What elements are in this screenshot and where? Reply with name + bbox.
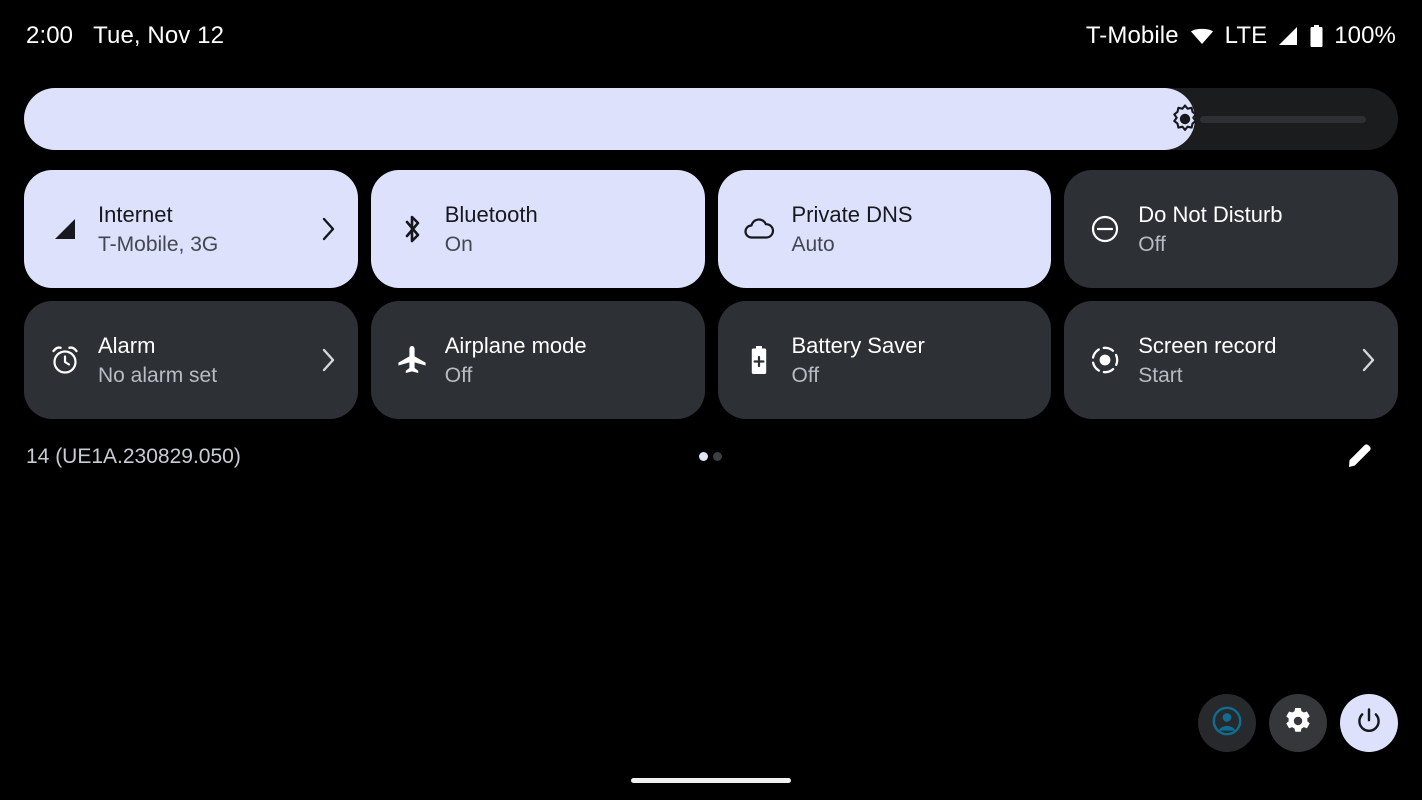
tile-subtitle: No alarm set (98, 363, 218, 387)
tile-subtitle: Off (791, 363, 820, 387)
wifi-icon (1189, 25, 1215, 47)
edit-tiles-button[interactable] (1344, 441, 1376, 473)
tile-battery-saver-text: Battery Saver Off (792, 333, 925, 388)
power-icon (1354, 706, 1384, 741)
tile-row-1: Internet T-Mobile, 3G Bluetooth On (24, 170, 1398, 288)
tile-bluetooth[interactable]: Bluetooth On (370, 170, 705, 288)
status-bar-clock: 2:00 (26, 22, 74, 49)
footer-action-buttons (1198, 694, 1398, 752)
screen-record-icon (1086, 341, 1124, 379)
tile-do-not-disturb[interactable]: Do Not Disturb Off (1064, 170, 1398, 288)
page-dot-active[interactable] (699, 452, 708, 461)
alarm-clock-icon (46, 341, 84, 379)
tile-private-dns-text: Private DNS Auto (792, 202, 913, 257)
power-button[interactable] (1340, 694, 1398, 752)
tile-battery-saver[interactable]: Battery Saver Off (717, 301, 1052, 419)
tile-do-not-disturb-text: Do Not Disturb Off (1138, 202, 1282, 257)
carrier-label: T-Mobile (1085, 22, 1179, 49)
tile-title: Do Not Disturb (1138, 201, 1283, 227)
do-not-disturb-icon (1086, 210, 1124, 248)
tile-screen-record-text: Screen record Start (1138, 333, 1276, 388)
tile-screen-record[interactable]: Screen record Start (1064, 301, 1398, 419)
tile-subtitle: Auto (791, 232, 835, 256)
battery-full-icon (1309, 24, 1324, 48)
bluetooth-icon (393, 210, 431, 248)
user-avatar-icon (1211, 705, 1243, 742)
tile-bluetooth-text: Bluetooth On (445, 202, 538, 257)
tile-alarm[interactable]: Alarm No alarm set (24, 301, 358, 419)
tile-title: Battery Saver (791, 332, 925, 358)
build-version-label: 14 (UE1A.230829.050) (26, 445, 241, 468)
network-type-label: LTE (1224, 22, 1268, 49)
tile-airplane-mode[interactable]: Airplane mode Off (370, 301, 705, 419)
chevron-right-icon[interactable] (1358, 342, 1380, 378)
tile-subtitle: T-Mobile, 3G (98, 232, 219, 256)
chevron-right-icon[interactable] (318, 342, 340, 378)
tile-title: Private DNS (791, 201, 913, 227)
tile-title: Alarm (98, 332, 156, 358)
brightness-slider-fill (24, 88, 1195, 150)
tile-subtitle: Off (1138, 232, 1166, 256)
quick-settings-tile-grid: Internet T-Mobile, 3G Bluetooth On (24, 170, 1398, 420)
home-indicator[interactable] (631, 778, 791, 783)
tile-title: Screen record (1138, 332, 1277, 358)
battery-saver-icon (740, 341, 778, 379)
tile-subtitle: Start (1138, 363, 1183, 387)
brightness-icon (1170, 104, 1200, 134)
status-bar-date: Tue, Nov 12 (93, 22, 225, 49)
pencil-edit-icon (1346, 441, 1374, 474)
signal-bars-icon (46, 210, 84, 248)
status-bar-left: 2:00 Tue, Nov 12 (26, 24, 224, 48)
tile-internet-text: Internet T-Mobile, 3G (98, 202, 218, 257)
chevron-right-icon[interactable] (318, 211, 340, 247)
brightness-slider-row (24, 88, 1398, 150)
tile-subtitle: On (444, 232, 473, 256)
tile-internet[interactable]: Internet T-Mobile, 3G (24, 170, 358, 288)
signal-bars-icon (1277, 25, 1299, 47)
brightness-slider-track (1200, 116, 1366, 123)
tile-title: Internet (98, 201, 173, 227)
page-indicator (699, 452, 722, 461)
status-bar: 2:00 Tue, Nov 12 T-Mobile LTE 100% (0, 0, 1422, 72)
page-dot-inactive[interactable] (713, 452, 722, 461)
tile-title: Bluetooth (444, 201, 538, 227)
tile-alarm-text: Alarm No alarm set (98, 333, 217, 388)
tile-row-2: Alarm No alarm set Airplane mode Off (24, 301, 1398, 419)
tile-title: Airplane mode (444, 332, 587, 358)
battery-percent-label: 100% (1334, 22, 1396, 49)
airplane-icon (393, 341, 431, 379)
cloud-icon (740, 210, 778, 248)
tile-airplane-mode-text: Airplane mode Off (445, 333, 587, 388)
settings-button[interactable] (1269, 694, 1327, 752)
gear-icon (1283, 706, 1313, 741)
user-switcher-button[interactable] (1198, 694, 1256, 752)
tile-private-dns[interactable]: Private DNS Auto (717, 170, 1052, 288)
tile-subtitle: Off (444, 363, 473, 387)
status-bar-right: T-Mobile LTE 100% (1086, 24, 1396, 48)
brightness-slider[interactable] (24, 88, 1398, 150)
quick-settings-footer: 14 (UE1A.230829.050) (0, 432, 1422, 482)
